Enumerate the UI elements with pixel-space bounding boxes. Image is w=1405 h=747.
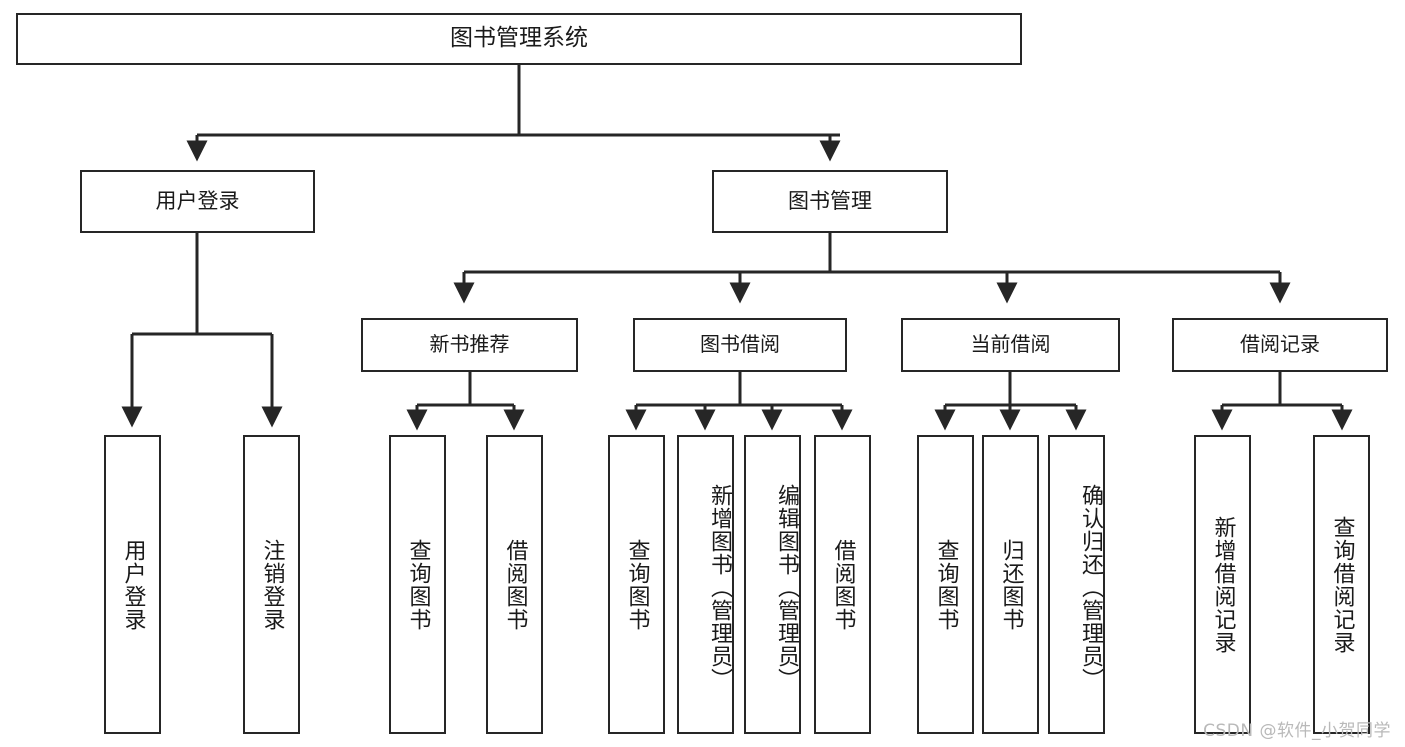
csdn-watermark: CSDN @软件_小贺同学 [1203,721,1391,741]
node-new-book-recommend[interactable]: 新书推荐 [361,318,578,372]
node-current-borrow[interactable]: 当前借阅 [901,318,1120,372]
node-user-login[interactable]: 用户登录 [80,170,315,233]
node-label: 图书借阅 [700,332,780,357]
node-label: 查询图书 [624,538,650,631]
leaf-query-borrow-record[interactable]: 查询借阅记录 [1313,435,1370,734]
leaf-borrow-book-recommend[interactable]: 借阅图书 [486,435,543,734]
node-root-system[interactable]: 图书管理系统 [16,13,1022,65]
leaf-return-book[interactable]: 归还图书 [982,435,1039,734]
node-book-management[interactable]: 图书管理 [712,170,948,233]
node-label: 用户登录 [120,538,146,631]
node-label: 图书管理 [788,189,872,214]
leaf-query-book-recommend[interactable]: 查询图书 [389,435,446,734]
node-label: 图书管理系统 [450,25,588,52]
leaf-query-book-current[interactable]: 查询图书 [917,435,974,734]
node-label: 当前借阅 [970,332,1051,357]
node-label: 查询图书 [933,538,959,631]
node-label: 借阅图书 [502,538,528,631]
leaf-add-book-admin[interactable]: 新增图书（管理员） [677,435,734,734]
node-label: 新增图书（管理员） [707,484,732,691]
node-label: 编辑图书（管理员） [774,484,799,691]
node-label: 注销登录 [259,538,285,631]
node-label: 用户登录 [155,189,240,214]
leaf-borrow-book[interactable]: 借阅图书 [814,435,871,734]
leaf-logout[interactable]: 注销登录 [243,435,300,734]
node-label: 查询图书 [405,538,431,631]
node-label: 新增借阅记录 [1210,515,1236,654]
leaf-user-login[interactable]: 用户登录 [104,435,161,734]
leaf-confirm-return-admin[interactable]: 确认归还（管理员） [1048,435,1105,734]
leaf-query-book-borrow[interactable]: 查询图书 [608,435,665,734]
leaf-add-borrow-record[interactable]: 新增借阅记录 [1194,435,1251,734]
leaf-edit-book-admin[interactable]: 编辑图书（管理员） [744,435,801,734]
node-label: 借阅图书 [830,538,856,631]
node-label: 归还图书 [998,538,1024,631]
node-book-borrow[interactable]: 图书借阅 [633,318,847,372]
node-label: 确认归还（管理员） [1078,484,1103,691]
node-label: 新书推荐 [429,332,510,357]
node-borrow-record[interactable]: 借阅记录 [1172,318,1388,372]
node-label: 借阅记录 [1240,332,1320,357]
node-label: 查询借阅记录 [1329,515,1355,654]
